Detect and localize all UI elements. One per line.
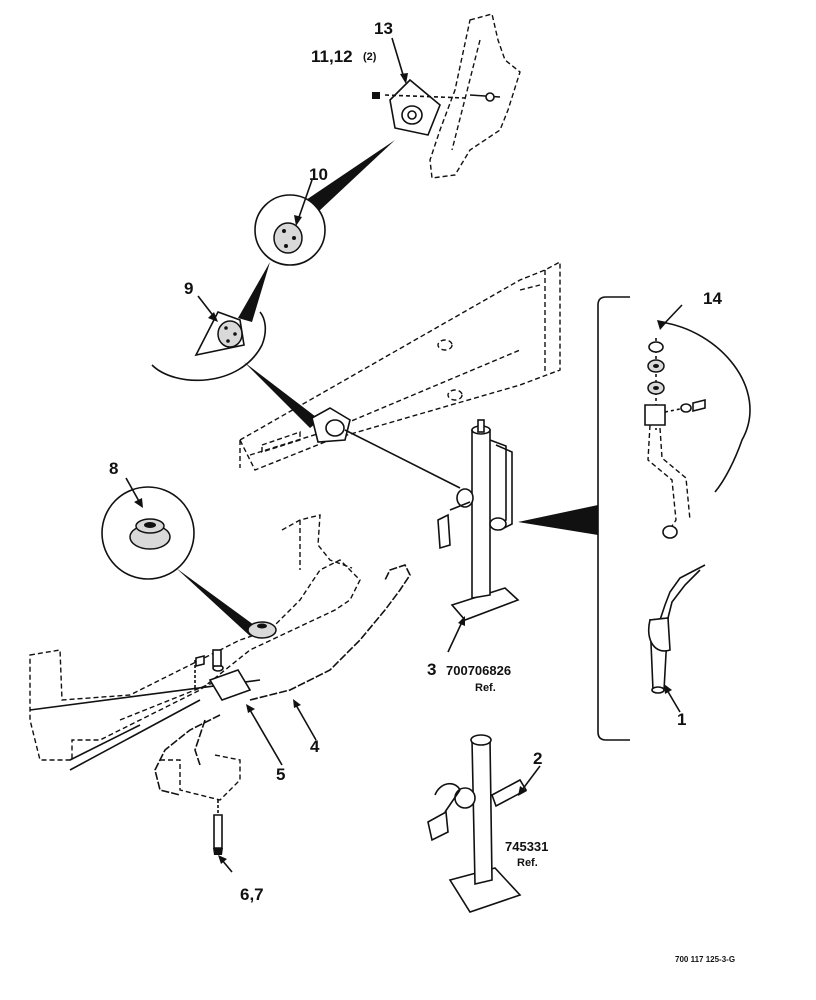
leader-9-to-beam	[244, 362, 320, 428]
bolt	[213, 800, 223, 855]
callout-8: 8	[109, 459, 118, 478]
callout-13: 13	[374, 19, 393, 38]
callout-leaders	[125, 37, 683, 873]
callout-10: 10	[309, 165, 328, 184]
lower-frame	[29, 514, 361, 801]
callout-9: 9	[184, 279, 193, 298]
callout-1: 1	[677, 710, 686, 729]
leader-detail-10-to-part-9	[238, 262, 270, 322]
callout-11-12-qty: (2)	[363, 51, 377, 63]
bumper-pad	[247, 621, 277, 639]
detail-circle-10	[254, 194, 326, 266]
callout-6-7: 6,7	[240, 885, 264, 904]
callout-14: 14	[703, 289, 722, 308]
jack-a-ref: Ref.	[475, 682, 496, 694]
upper-frame-plate	[429, 13, 521, 179]
leader-8-to-pad	[176, 568, 258, 636]
jack-b-ref: Ref.	[517, 857, 538, 869]
callout-4: 4	[310, 737, 320, 756]
detent-pin	[648, 564, 706, 694]
figure-id: 700 117 125-3-G	[675, 955, 735, 964]
jack-700706826	[437, 419, 520, 621]
callout-5: 5	[276, 765, 285, 784]
jack-b-part-number: 745331	[505, 839, 548, 854]
chain-bracket	[194, 649, 252, 701]
arrow-to-jack-parts	[518, 505, 598, 535]
detail-arc-14	[659, 321, 751, 493]
jack-a-part-number: 700706826	[446, 663, 511, 678]
washer-stack	[644, 338, 706, 539]
leader-bracket-to-detail-10	[306, 140, 395, 212]
jack-745331	[427, 734, 528, 913]
part-9-bearing-plate	[194, 311, 245, 357]
detail-circle-8	[101, 486, 195, 580]
detail-arc-9	[151, 311, 267, 381]
beam-pivot-bracket	[311, 407, 461, 489]
mount-bracket	[372, 78, 466, 136]
callout-11-12: 11,12	[311, 47, 353, 66]
jack-parts-bracket	[592, 296, 630, 741]
callout-2: 2	[533, 749, 542, 768]
main-beam	[239, 260, 561, 471]
safety-chain	[154, 564, 411, 796]
callout-3: 3	[427, 660, 436, 679]
